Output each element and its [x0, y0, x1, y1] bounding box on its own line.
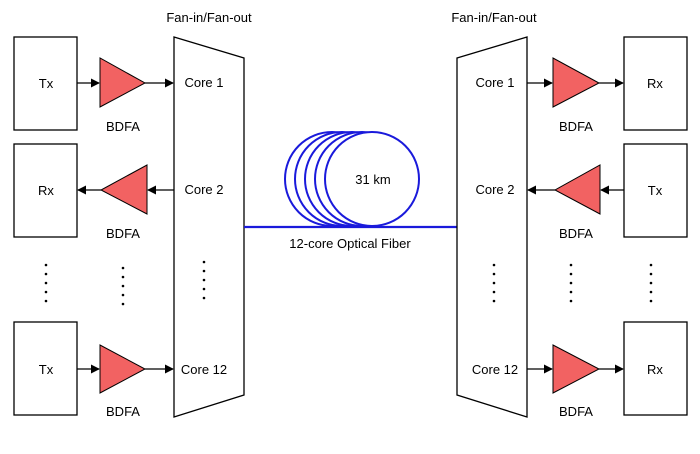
fiber-type-label: 12-core Optical Fiber [289, 236, 411, 251]
right-terminal-2-label: Tx [648, 183, 663, 198]
left-terminal-1-label: Tx [39, 76, 54, 91]
fiber-length-label: 31 km [355, 172, 390, 187]
left-amplifier-1 [99, 57, 147, 108]
left-terminal-12-label: Tx [39, 362, 54, 377]
right-fan-title: Fan-in/Fan-out [451, 10, 537, 25]
left-terminal-1 [13, 36, 78, 131]
right-amplifier-12-label: BDFA [559, 404, 593, 419]
left-fan-in-fan-out [173, 36, 245, 418]
right-amplifier-2 [553, 164, 601, 215]
right-amplifier-1 [552, 57, 601, 108]
left-amplifier-1-label: BDFA [106, 119, 140, 134]
right-amplifier-2-label: BDFA [559, 226, 593, 241]
right-core-1-label: Core 1 [475, 75, 514, 90]
fiber-coil-5 [324, 131, 420, 227]
right-amplifier-12 [552, 344, 601, 394]
left-amplifier-2-label: BDFA [106, 226, 140, 241]
left-terminal-12 [13, 321, 78, 416]
right-terminal-1 [623, 36, 688, 131]
left-core-2-label: Core 2 [184, 182, 223, 197]
right-terminal-12-label: Rx [647, 362, 663, 377]
left-amplifier-12-label: BDFA [106, 404, 140, 419]
right-core-12-label: Core 12 [472, 362, 518, 377]
left-core-1-label: Core 1 [184, 75, 223, 90]
right-amplifier-1-label: BDFA [559, 119, 593, 134]
left-core-12-label: Core 12 [181, 362, 227, 377]
right-terminal-1-label: Rx [647, 76, 663, 91]
fiber-spool: 31 km 12-core Optical Fiber [244, 131, 457, 251]
left-fan-title: Fan-in/Fan-out [166, 10, 252, 25]
left-amplifier-12 [99, 344, 147, 394]
right-core-2-label: Core 2 [475, 182, 514, 197]
left-amplifier-2 [99, 164, 148, 215]
right-fan-in-fan-out [456, 36, 528, 418]
right-terminal-2 [623, 143, 688, 238]
left-terminal-2-label: Rx [38, 183, 54, 198]
left-terminal-2 [13, 143, 78, 238]
right-terminal-12 [623, 321, 688, 416]
right-side: Fan-in/Fan-out Core 1 Core 2 Core 12 BDF… [451, 10, 688, 419]
left-side: Fan-in/Fan-out Core 1 Core 2 Core 12 Tx … [13, 10, 252, 419]
